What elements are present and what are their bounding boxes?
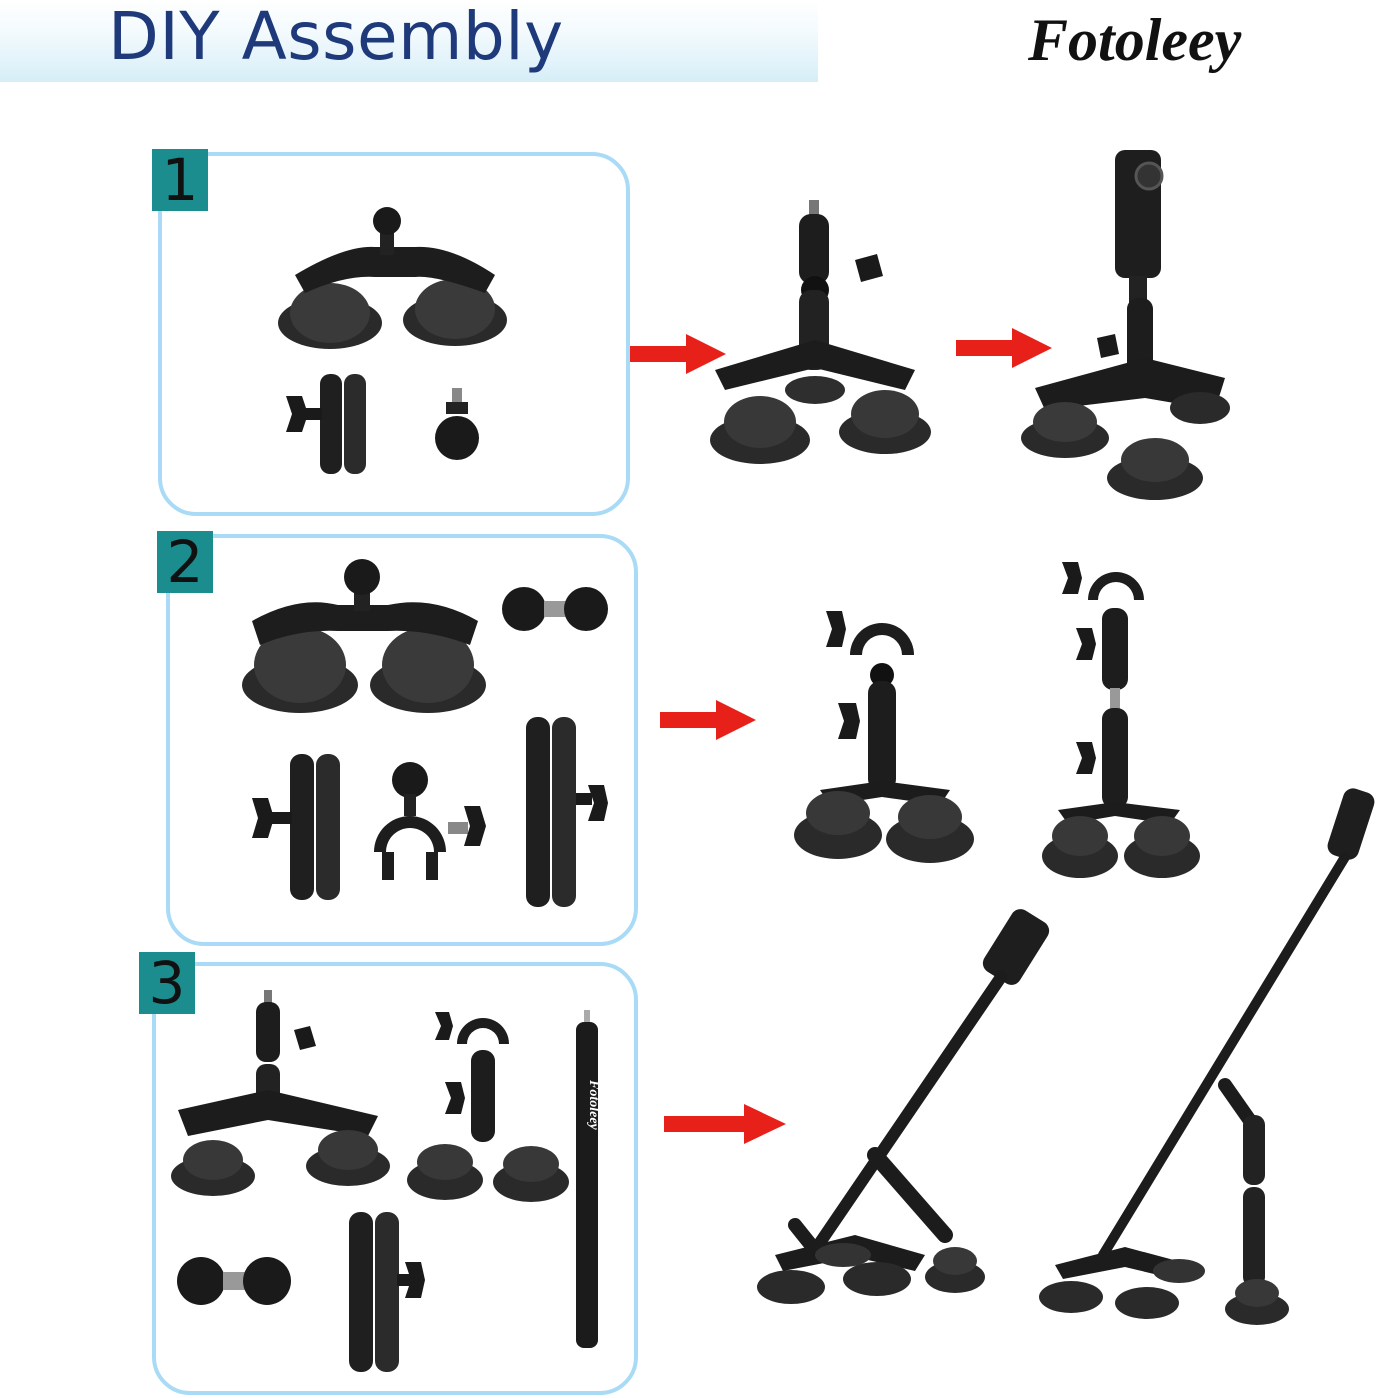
double-socket-arm-image	[286, 374, 366, 474]
clamp-mount-long-image	[1042, 562, 1200, 878]
double-socket-arm-image	[252, 754, 340, 900]
extension-pole-image: Fotoleey	[576, 1010, 601, 1348]
ball-adapter-image	[435, 388, 479, 460]
right-arrow-icon	[956, 328, 1052, 368]
pole-brand-label: Fotoleey	[586, 1079, 601, 1131]
step-2-badge: 2	[157, 531, 213, 593]
step-3-badge: 3	[139, 952, 195, 1014]
twin-suction-base-image	[242, 559, 486, 713]
page-title: DIY Assembly	[108, 0, 564, 75]
right-arrow-icon	[660, 700, 756, 740]
clamp-mount-image	[407, 1012, 569, 1202]
mount-with-camera-image	[1021, 150, 1230, 500]
twin-suction-base-image	[278, 207, 507, 349]
right-arrow-icon	[630, 334, 726, 374]
double-ball-adapter-image	[177, 1257, 291, 1305]
bar-clamp-image	[374, 762, 486, 880]
double-ball-adapter-image	[502, 587, 608, 631]
assembled-mount-image	[710, 200, 931, 464]
pole-mount-setup-b-image	[1039, 788, 1375, 1325]
pole-mount-setup-a-image	[757, 909, 1050, 1304]
header-banner	[0, 0, 818, 82]
long-socket-arm-image	[526, 717, 608, 907]
brand-logo: Fotoleey	[1028, 7, 1242, 73]
double-socket-arm-image	[349, 1212, 425, 1372]
step-1-badge: 1	[152, 149, 208, 211]
clamp-mount-short-image	[794, 611, 974, 863]
triple-suction-mount-image	[171, 990, 390, 1196]
right-arrow-icon	[664, 1104, 786, 1144]
